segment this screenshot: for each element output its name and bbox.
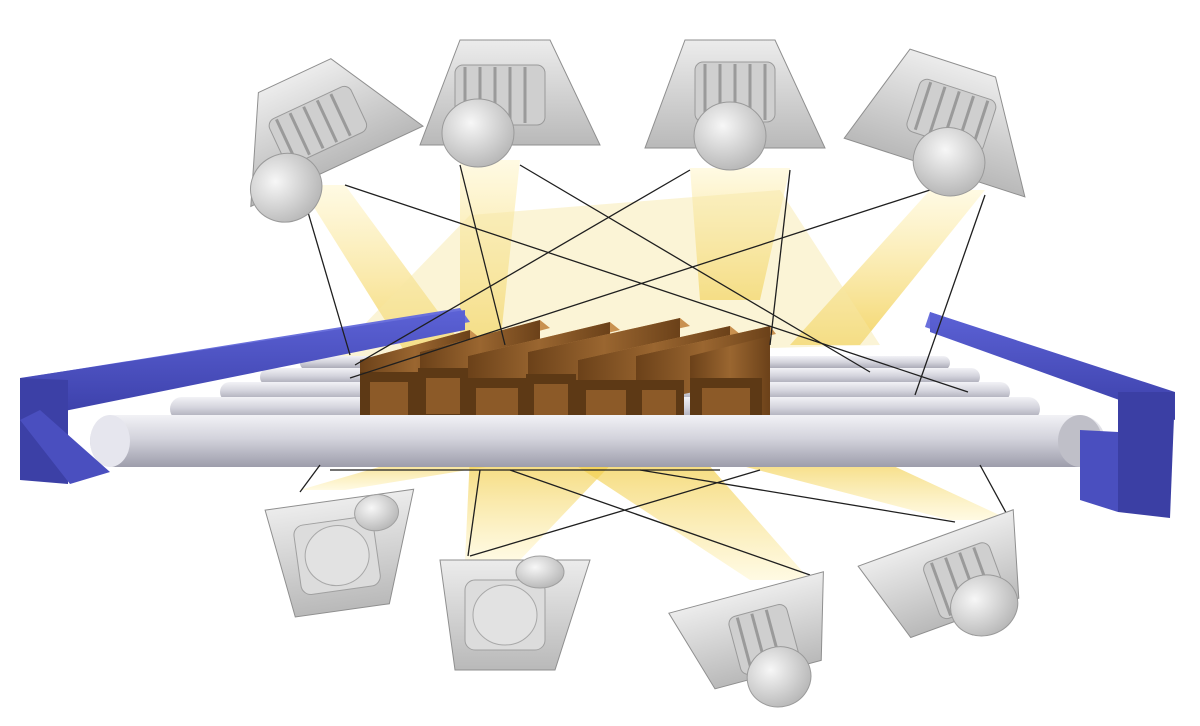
frame-right [930,312,1175,420]
blast-fan-top-3 [690,168,790,300]
turbine-icon [843,48,1026,198]
turbine-icon [439,555,591,671]
blast-fan-top-2 [460,160,520,345]
roller-frame [20,310,1175,518]
turbine-icon [419,39,601,168]
top-turbines [250,39,1026,223]
turbine-icon [264,488,415,618]
blast-fan-bottom-4 [700,455,1010,520]
blast-fan-top-4 [790,190,985,345]
blast-lines [299,164,1011,576]
turbine-icon [857,509,1020,639]
turbine-icon [644,39,826,171]
blast-fan-bottom-2 [465,455,620,560]
bottom-turbines [264,488,1020,708]
blast-fan-bottom-3 [560,455,810,580]
frame-left-base [20,410,110,484]
front-roller [90,415,1105,467]
frame-right-lower [1080,430,1118,512]
turbine-icon [668,571,824,708]
bottom-blast-fans [300,455,1010,580]
turbine-icon [250,58,424,223]
frame-right-end [1118,392,1175,518]
frame-left [20,310,465,420]
